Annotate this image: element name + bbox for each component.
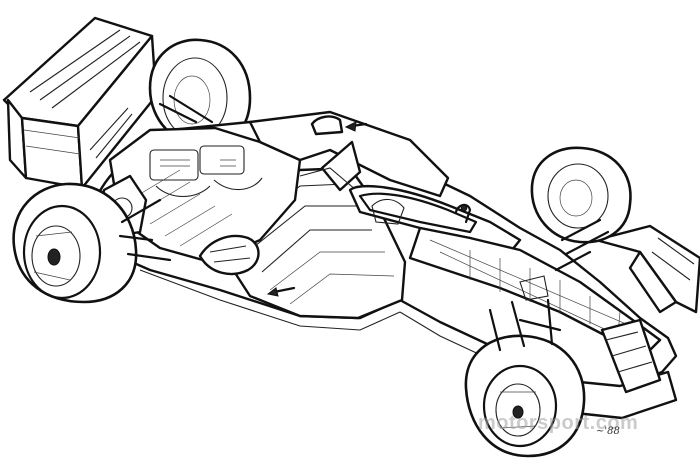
annotation-arrows bbox=[266, 286, 296, 297]
front-right-wheel bbox=[530, 146, 632, 244]
front-wing bbox=[558, 224, 700, 420]
front-left-wheel bbox=[464, 334, 586, 458]
front-suspension bbox=[488, 218, 610, 352]
cockpit bbox=[348, 185, 662, 352]
rear-left-wheel bbox=[12, 182, 138, 304]
artist-signature: ~'88 bbox=[596, 426, 620, 437]
rear-wing bbox=[2, 16, 158, 190]
rear-suspension bbox=[118, 94, 214, 262]
engine-cover bbox=[248, 110, 450, 198]
watermark: motorsport.com bbox=[478, 412, 639, 434]
